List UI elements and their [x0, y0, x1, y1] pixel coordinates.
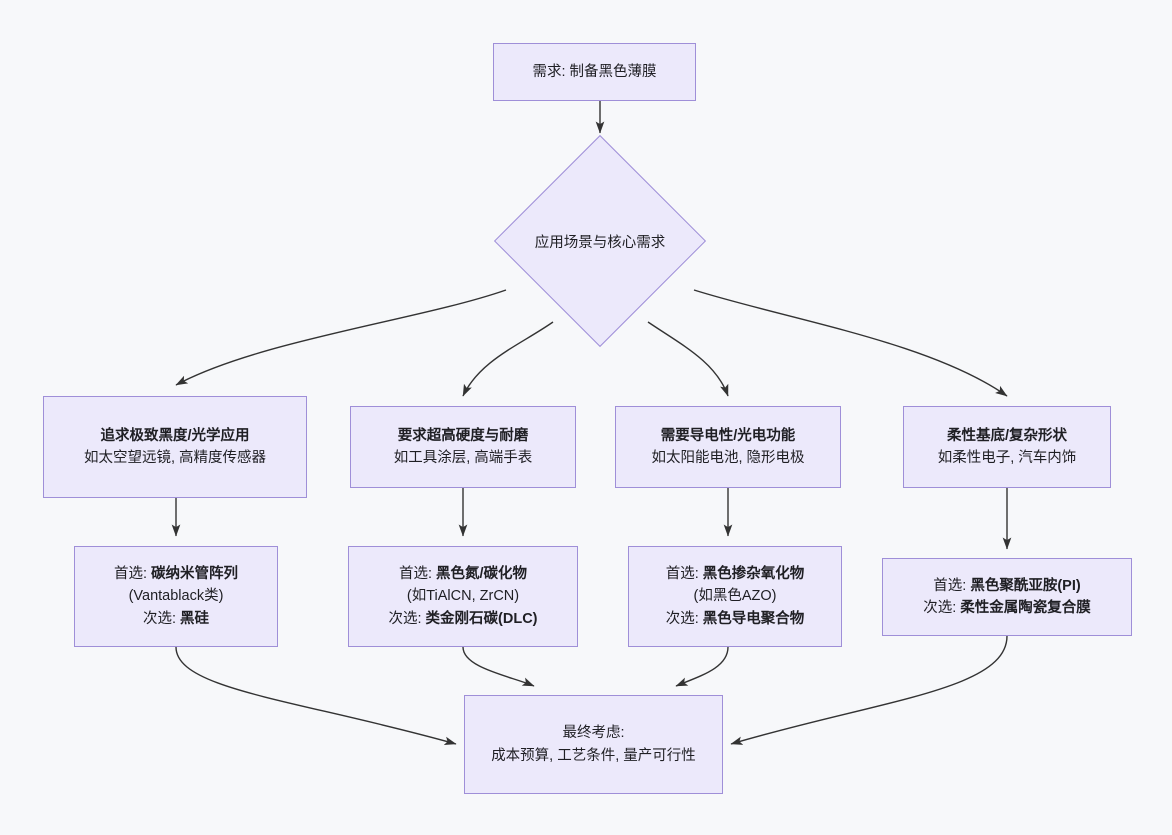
node-branch-1[interactable]: 追求极致黑度/光学应用 如太空望远镜, 高精度传感器 — [43, 396, 307, 498]
node-branch-4[interactable]: 柔性基底/复杂形状 如柔性电子, 汽车内饰 — [903, 406, 1111, 488]
rec-4-secondary: 次选: 柔性金属陶瓷复合膜 — [923, 597, 1091, 619]
node-branch-1-detail: 如太空望远镜, 高精度传感器 — [83, 450, 267, 466]
rec-1-note: (Vantablack类) — [128, 588, 224, 605]
rec-4-secondary-label: 次选: — [923, 600, 957, 616]
node-recommendation-3[interactable]: 首选: 黑色掺杂氧化物 (如黑色AZO) 次选: 黑色导电聚合物 — [628, 546, 842, 647]
rec-4-primary-value: 黑色聚酰亚胺(PI) — [970, 577, 1081, 594]
edge-decision-to-branch-2 — [462, 321, 554, 397]
rec-2-note: (如TiAlCN, ZrCN) — [406, 588, 520, 605]
node-branch-2-title: 要求超高硬度与耐磨 — [397, 427, 529, 444]
edge-decision-to-branch-3 — [647, 321, 729, 397]
node-recommendation-4[interactable]: 首选: 黑色聚酰亚胺(PI) 次选: 柔性金属陶瓷复合膜 — [882, 558, 1132, 636]
rec-1-secondary-value: 黑硅 — [180, 610, 210, 627]
rec-4-primary-label: 首选: — [933, 577, 967, 594]
final-line-2: 成本预算, 工艺条件, 量产可行性 — [491, 747, 696, 764]
node-final-considerations[interactable]: 最终考虑: 成本预算, 工艺条件, 量产可行性 — [464, 695, 723, 794]
node-recommendation-2[interactable]: 首选: 黑色氮/碳化物 (如TiAlCN, ZrCN) 次选: 类金刚石碳(DL… — [348, 546, 578, 647]
edge-decision-to-branch-4 — [693, 289, 1008, 397]
edge-rec-2-to-final — [462, 646, 535, 687]
rec-3-primary-value: 黑色掺杂氧化物 — [702, 565, 805, 582]
rec-1-secondary: 次选: 黑硅 — [143, 608, 209, 630]
node-branch-4-detail: 如柔性电子, 汽车内饰 — [937, 450, 1077, 466]
node-branch-1-title: 追求极致黑度/光学应用 — [100, 427, 250, 444]
rec-3-secondary-label: 次选: — [665, 610, 699, 627]
rec-2-secondary-label: 次选: — [388, 610, 422, 627]
rec-3-note: (如黑色AZO) — [693, 588, 777, 605]
rec-2-secondary: 次选: 类金刚石碳(DLC) — [388, 608, 537, 630]
rec-2-secondary-value: 类金刚石碳(DLC) — [425, 610, 538, 627]
rec-3-secondary-value: 黑色导电聚合物 — [702, 610, 805, 627]
node-decision[interactable]: 应用场景与核心需求 — [493, 134, 707, 348]
final-line-1: 最终考虑: — [562, 725, 625, 742]
rec-1-secondary-label: 次选: — [142, 610, 176, 627]
rec-1-primary-label: 首选: — [113, 565, 147, 582]
rec-3-primary-label: 首选: — [665, 565, 699, 582]
rec-2-primary: 首选: 黑色氮/碳化物 — [399, 563, 527, 585]
rec-4-primary: 首选: 黑色聚酰亚胺(PI) — [933, 575, 1080, 597]
node-branch-3-title: 需要导电性/光电功能 — [660, 427, 796, 444]
node-branch-2[interactable]: 要求超高硬度与耐磨 如工具涂层, 高端手表 — [350, 406, 576, 488]
rec-1-primary-value: 碳纳米管阵列 — [151, 565, 239, 582]
node-branch-3-detail: 如太阳能电池, 隐形电极 — [651, 450, 805, 466]
node-branch-4-title: 柔性基底/复杂形状 — [946, 427, 1068, 444]
node-recommendation-1[interactable]: 首选: 碳纳米管阵列 (Vantablack类) 次选: 黑硅 — [74, 546, 278, 647]
rec-4-secondary-value: 柔性金属陶瓷复合膜 — [960, 600, 1091, 616]
node-requirement[interactable]: 需求: 制备黑色薄膜 — [493, 43, 696, 101]
rec-1-primary: 首选: 碳纳米管阵列 — [114, 563, 238, 585]
node-branch-3[interactable]: 需要导电性/光电功能 如太阳能电池, 隐形电极 — [615, 406, 841, 488]
rec-3-secondary: 次选: 黑色导电聚合物 — [666, 608, 805, 630]
decision-diamond-shape — [493, 134, 707, 348]
rec-3-primary: 首选: 黑色掺杂氧化物 — [666, 563, 805, 585]
rec-2-primary-label: 首选: — [398, 565, 432, 582]
node-requirement-label: 需求: 制备黑色薄膜 — [532, 63, 657, 80]
edge-rec-3-to-final — [675, 646, 729, 687]
rec-2-primary-value: 黑色氮/碳化物 — [436, 565, 528, 582]
edge-rec-1-to-final — [175, 646, 457, 746]
edge-decision-to-branch-1 — [175, 289, 507, 386]
edge-rec-4-to-final — [730, 635, 1008, 745]
node-branch-2-detail: 如工具涂层, 高端手表 — [393, 450, 533, 466]
